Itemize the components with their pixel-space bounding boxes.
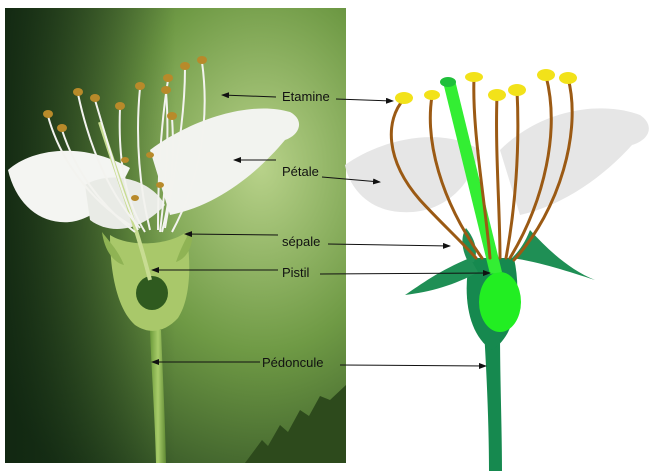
label-etamine: Etamine bbox=[282, 89, 330, 104]
diagram-stem bbox=[484, 330, 502, 471]
label-pedoncule: Pédoncule bbox=[262, 355, 323, 370]
label-petale: Pétale bbox=[282, 164, 319, 179]
pedoncule-arrow-right bbox=[340, 365, 486, 366]
flower-diagram bbox=[345, 69, 649, 471]
label-pistil: Pistil bbox=[282, 265, 310, 280]
diagram-petal-right bbox=[500, 108, 649, 215]
diagram-stigma bbox=[440, 77, 456, 87]
diagram-sepal-right bbox=[512, 230, 595, 280]
sepale-arrow-right bbox=[328, 244, 450, 246]
photo-ovary bbox=[136, 276, 168, 310]
diagram-ovary bbox=[479, 272, 521, 332]
label-sepale: sépale bbox=[282, 234, 320, 249]
